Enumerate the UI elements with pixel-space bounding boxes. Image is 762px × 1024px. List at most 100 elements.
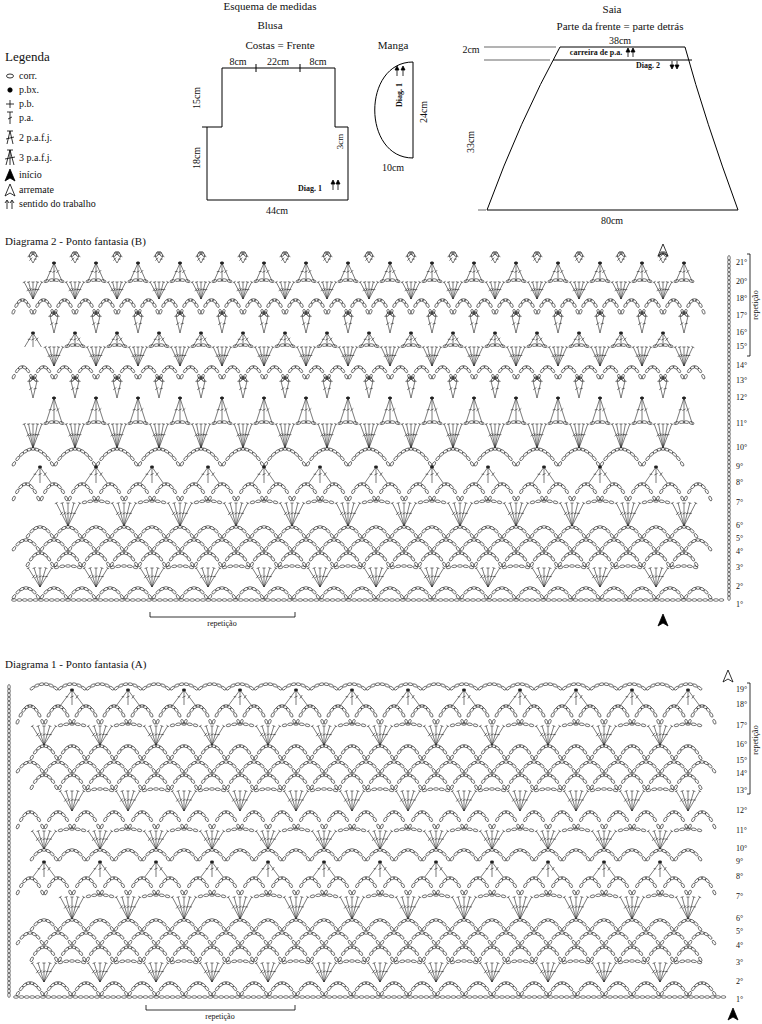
- chain-stitch: [365, 484, 370, 489]
- chain-stitch: [418, 500, 423, 504]
- chain-stitch: [714, 599, 719, 602]
- chain-stitch: [708, 496, 712, 502]
- chain-stitch: [444, 599, 449, 602]
- stitch-top: [162, 424, 165, 425]
- chain-stitch: [554, 533, 559, 539]
- chain-stitch: [675, 541, 680, 546]
- stitch-top: [229, 503, 232, 504]
- chain-stitch: [465, 528, 470, 533]
- chain-stitch: [463, 565, 468, 568]
- chain-stitch: [239, 489, 244, 495]
- chain-stitch: [158, 556, 163, 562]
- chain-stitch: [116, 489, 121, 495]
- double-crochet: [360, 424, 369, 448]
- chain-stitch: [143, 589, 148, 594]
- double-crochet: [532, 568, 544, 587]
- chain-stitch: [417, 562, 422, 568]
- chain-stitch: [507, 589, 512, 594]
- chain-stitch: [676, 565, 681, 568]
- chain-stitch: [130, 484, 135, 489]
- repeat-bracket: [146, 1005, 295, 1010]
- double-crochet: [234, 424, 243, 448]
- arrow-head: [336, 180, 340, 184]
- chain-stitch: [572, 546, 577, 552]
- double-crochet: [66, 424, 75, 448]
- chain-stitch: [228, 599, 233, 602]
- chain-stitch: [386, 562, 391, 568]
- chain-stitch: [692, 599, 697, 602]
- chain-stitch: [259, 421, 264, 424]
- chain-stitch: [477, 484, 482, 489]
- chain-stitch: [519, 489, 524, 495]
- chain-stitch: [256, 553, 262, 558]
- chain-stitch: [533, 484, 538, 489]
- stitch-top: [111, 424, 114, 425]
- chain-stitch: [521, 528, 526, 533]
- double-crochet: [365, 467, 376, 483]
- chain-stitch: [130, 599, 135, 602]
- chain-stitch: [115, 541, 120, 546]
- chain-stitch: [265, 599, 270, 602]
- chain-stitch: [358, 562, 363, 568]
- finish-symbol: [5, 184, 15, 196]
- chain-stitch: [577, 528, 582, 533]
- chain-stitch: [438, 556, 443, 562]
- chain-stitch: [669, 562, 674, 568]
- chain-stitch: [361, 482, 367, 486]
- chain-stitch: [32, 489, 37, 495]
- chain-stitch: [290, 565, 295, 568]
- double-crochet: [24, 424, 33, 448]
- chain-stitch: [508, 553, 514, 558]
- chain-stitch: [343, 421, 348, 424]
- chain-stitch: [603, 456, 608, 462]
- stitch-top: [520, 503, 523, 504]
- chain-stitch: [329, 500, 334, 504]
- chain-stitch: [479, 541, 484, 546]
- repeat-bracket: [150, 612, 295, 617]
- chain-stitch: [162, 562, 167, 568]
- chain-stitch: [665, 599, 670, 602]
- chain-stitch: [414, 562, 419, 568]
- chain-stitch: [606, 484, 611, 489]
- chain-stitch: [180, 546, 185, 552]
- double-crochet: [96, 467, 107, 483]
- chain-stitch: [563, 541, 568, 546]
- chain-stitch: [26, 533, 31, 539]
- cluster-top: [654, 466, 657, 468]
- chain-stitch: [638, 461, 643, 467]
- chain-stitch: [284, 553, 290, 558]
- double-crochet: [560, 503, 572, 526]
- chain-stitch: [309, 599, 314, 602]
- chain-stitch: [550, 556, 555, 562]
- chain-stitch: [65, 449, 71, 454]
- chain-stitch: [367, 589, 372, 594]
- chain-stitch: [326, 484, 331, 489]
- chain-stitch: [208, 546, 213, 552]
- chain-stitch: [362, 533, 367, 539]
- chain-stitch: [138, 533, 143, 539]
- stitch-top: [36, 424, 39, 425]
- chain-stitch: [193, 482, 199, 486]
- chain-stitch: [708, 594, 713, 600]
- chain-stitch: [564, 489, 569, 495]
- chain-stitch: [109, 482, 115, 486]
- double-crochet: [533, 467, 544, 483]
- chain-stitch: [648, 500, 653, 503]
- chain-stitch: [351, 489, 356, 495]
- double-crochet: [253, 467, 264, 483]
- chain-stitch: [508, 565, 513, 568]
- chain-stitch: [409, 528, 414, 533]
- chain-stitch: [613, 482, 619, 486]
- chain-stitch: [557, 599, 562, 602]
- double-crochet: [342, 503, 348, 526]
- chain-stitch: [122, 565, 127, 568]
- chain-stitch: [638, 533, 643, 539]
- double-crochet: [124, 503, 130, 526]
- chain-stitch: [687, 599, 692, 602]
- chain-stitch: [451, 589, 456, 594]
- chain-stitch: [191, 449, 197, 454]
- chain-stitch: [17, 599, 22, 602]
- chain-stitch: [236, 496, 240, 502]
- cluster-top: [542, 466, 545, 468]
- chain-stitch: [579, 599, 584, 602]
